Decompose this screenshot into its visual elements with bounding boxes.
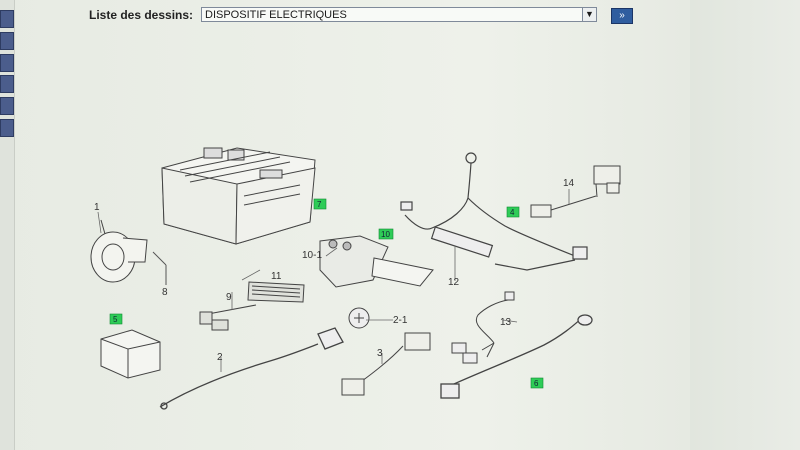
harness-4 [400, 152, 588, 271]
tag-10-label: 10 [381, 230, 390, 239]
tag-10[interactable]: 10 [378, 228, 394, 240]
relay-unit [319, 235, 434, 288]
sidebar-button-4[interactable] [0, 75, 14, 93]
go-button[interactable]: » [611, 8, 633, 24]
left-sidebar [0, 0, 15, 450]
module-box-5 [100, 329, 161, 379]
label-11: 11 [271, 271, 282, 282]
tag-6-label: 6 [534, 379, 539, 388]
dropdown-arrow-icon[interactable]: ▼ [582, 8, 596, 21]
connector-14 [530, 165, 621, 218]
label-3: 3 [377, 348, 383, 359]
connector-3 [341, 332, 431, 396]
label-1: 1 [94, 202, 100, 213]
label-13: 13 [500, 317, 512, 328]
right-panel [690, 0, 800, 450]
tag-5[interactable]: 5 [109, 313, 123, 325]
sidebar-button-2[interactable] [0, 32, 14, 50]
drawing-list-select[interactable]: DISPOSITIF ELECTRIQUES ▼ [201, 7, 597, 22]
label-10-1: 10-1 [302, 250, 322, 261]
label-8: 8 [162, 287, 168, 298]
drawing-list-value: DISPOSITIF ELECTRIQUES [205, 9, 347, 21]
sidebar-button-3[interactable] [0, 54, 14, 72]
tag-4[interactable]: 4 [506, 206, 520, 218]
regulator [199, 281, 305, 331]
tag-6[interactable]: 6 [530, 377, 544, 389]
sidebar-button-5[interactable] [0, 97, 14, 115]
label-9: 9 [226, 292, 232, 303]
drawing-list-label: Liste des dessins: [89, 8, 194, 22]
harness-13 [451, 291, 515, 364]
tag-7[interactable]: 7 [313, 198, 327, 210]
toolbar: Liste des dessins: DISPOSITIF ELECTRIQUE… [14, 0, 674, 30]
horn [90, 219, 148, 283]
sensor-2-1 [348, 307, 370, 329]
label-2-1: 2-1 [393, 315, 408, 326]
tag-4-label: 4 [510, 208, 515, 217]
label-2: 2 [217, 352, 223, 363]
sidebar-button-6[interactable] [0, 119, 14, 137]
tag-5-label: 5 [113, 315, 118, 324]
tag-7-label: 7 [317, 200, 322, 209]
label-12: 12 [448, 277, 460, 288]
cable-2 [159, 327, 344, 410]
sidebar-button-1[interactable] [0, 10, 14, 28]
cable-6 [440, 314, 593, 399]
battery [161, 147, 316, 245]
label-14: 14 [563, 178, 575, 189]
